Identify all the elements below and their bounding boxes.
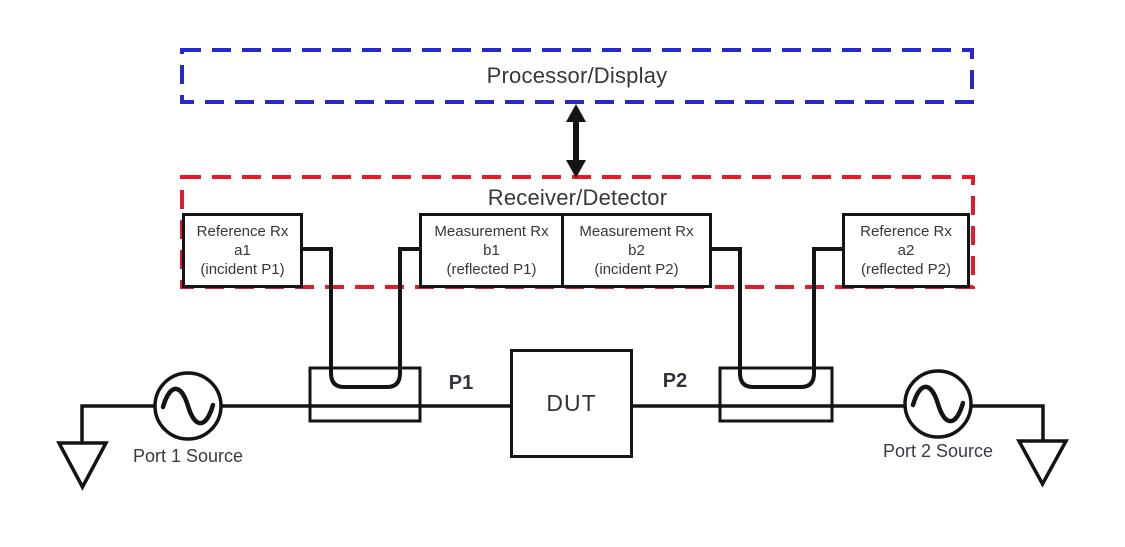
receiver-b1-line1: Measurement Rx bbox=[434, 222, 549, 240]
port2-source-icon bbox=[903, 369, 973, 439]
receiver-a1-line1: Reference Rx bbox=[196, 222, 289, 240]
main-line-port2 bbox=[632, 404, 1045, 442]
dut-box: DUT bbox=[510, 349, 633, 458]
port1-source-icon bbox=[153, 371, 223, 441]
coupler-loop-port2 bbox=[712, 247, 842, 389]
receiver-a1-line2: a1 bbox=[234, 241, 251, 259]
receiver-box-a1: Reference Rx a1 (incident P1) bbox=[182, 213, 303, 288]
arrow-head-down bbox=[566, 160, 586, 178]
bidirectional-arrow-icon bbox=[566, 104, 586, 178]
arrow-head-up bbox=[566, 104, 586, 122]
receiver-a2-line1: Reference Rx bbox=[860, 222, 952, 240]
port2-label: P2 bbox=[662, 370, 688, 392]
processor-display-dashed-box bbox=[180, 48, 974, 104]
load-triangle-port2-icon bbox=[1016, 439, 1069, 488]
receiver-a2-line3: (reflected P2) bbox=[860, 261, 952, 279]
receiver-b2-line1: Measurement Rx bbox=[579, 222, 694, 240]
receiver-a2-line2: a2 bbox=[897, 241, 915, 259]
directional-coupler-port1 bbox=[308, 366, 422, 423]
receiver-box-b2: Measurement Rx b2 (incident P2) bbox=[561, 213, 712, 288]
sine-wave-icon bbox=[160, 386, 216, 426]
coupler-loop-port1 bbox=[303, 247, 419, 389]
sine-wave-icon bbox=[910, 384, 966, 424]
receiver-b2-line2: b2 bbox=[628, 241, 645, 259]
receiver-box-a2: Reference Rx a2 (reflected P2) bbox=[842, 213, 970, 288]
receiver-detector-label: Receiver/Detector bbox=[487, 185, 668, 210]
receiver-a1-line3: (incident P1) bbox=[200, 261, 285, 279]
processor-display-label: Processor/Display bbox=[486, 63, 668, 88]
receiver-b1-line2: b1 bbox=[483, 241, 500, 259]
main-line-port1 bbox=[80, 404, 511, 444]
load-triangle-port1-icon bbox=[56, 441, 109, 491]
dut-label: DUT bbox=[546, 390, 597, 416]
port1-label: P1 bbox=[448, 372, 474, 394]
receiver-b1-line3: (reflected P1) bbox=[446, 261, 537, 279]
port2-source-label: Port 2 Source bbox=[882, 441, 994, 461]
receiver-box-b1: Measurement Rx b1 (reflected P1) bbox=[419, 213, 564, 288]
receiver-b2-line3: (incident P2) bbox=[594, 261, 679, 279]
port1-source-label: Port 1 Source bbox=[132, 446, 244, 466]
